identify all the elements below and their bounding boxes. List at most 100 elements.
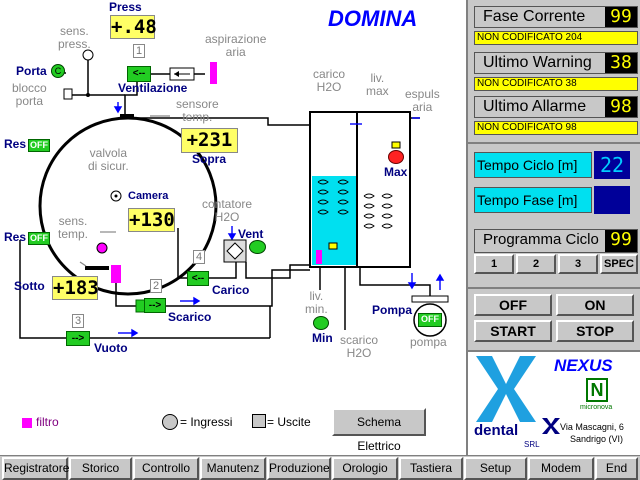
- micronova-logo: N: [586, 378, 608, 402]
- address-line1: Via Mascagni, 6: [560, 422, 624, 432]
- uscite-legend-swatch: [252, 414, 266, 428]
- contatore-h2o-label: contatore H2O: [202, 197, 253, 224]
- nav-end[interactable]: End: [595, 457, 638, 480]
- panel-divider: [468, 142, 640, 144]
- sens-press-label: sens. press.: [58, 24, 91, 51]
- valvola-sicur-label: valvola di sicur.: [88, 146, 129, 173]
- on-button[interactable]: ON: [556, 294, 634, 316]
- vuoto-label: Vuoto: [94, 341, 128, 355]
- sopra-label: Sopra: [192, 152, 227, 166]
- process-diagram: Press +.48 sens. press. aspirazione aria…: [4, 0, 449, 453]
- max-level-indicator: [388, 150, 404, 164]
- tempo-ciclo-label: Tempo Ciclo [m]: [474, 152, 592, 178]
- ultimo-warning-sub: NON CODIFICATO 38: [474, 77, 638, 91]
- liv-min-label: liv. min.: [305, 289, 328, 316]
- min-label: Min: [312, 331, 333, 345]
- fase-corrente-value: 99: [605, 7, 637, 27]
- pompa-caption: pompa: [410, 335, 447, 349]
- filtro-tank: [316, 250, 322, 264]
- ultimo-allarme-value: 98: [605, 97, 637, 117]
- vent-label: Vent: [238, 227, 264, 241]
- res-top-label: Res: [4, 137, 27, 151]
- ventilazione-label: Ventilazione: [118, 81, 188, 95]
- porta-indicator: C: [51, 64, 65, 78]
- res-bottom-label: Res: [4, 230, 27, 244]
- bottom-nav: Registratore Storico Controllo Manutenz …: [0, 455, 640, 480]
- espuls-aria-label: espuls aria: [405, 87, 440, 114]
- panel-divider: [468, 287, 640, 289]
- res-top-toggle[interactable]: OFF: [28, 139, 50, 152]
- srl-label: SRL: [524, 440, 540, 449]
- sensore-temp-label: sensore temp.: [176, 97, 219, 124]
- prog-button-2[interactable]: 2: [516, 254, 556, 274]
- prog-button-1[interactable]: 1: [474, 254, 514, 274]
- brand-area: dental SRL NEXUS N micronova Via Mascagn…: [468, 352, 640, 455]
- nav-setup[interactable]: Setup: [464, 457, 527, 480]
- nav-orologio[interactable]: Orologio: [332, 457, 398, 480]
- fase-corrente-sub: NON CODIFICATO 204: [474, 31, 638, 45]
- programma-ciclo-box: Programma Ciclo 99: [474, 229, 638, 253]
- nexus-wordmark: NEXUS: [554, 356, 613, 375]
- ultimo-warning-value: 38: [605, 53, 637, 73]
- nav-modem[interactable]: Modem: [528, 457, 594, 480]
- nav-tastiera[interactable]: Tastiera: [399, 457, 463, 480]
- nav-manutenz[interactable]: Manutenz: [200, 457, 266, 480]
- filtro-legend-swatch: [22, 418, 32, 428]
- carico-h2o-label: carico H2O: [313, 67, 346, 94]
- aspirazione-label: aspirazione aria: [205, 32, 267, 59]
- valve-1-ventilazione[interactable]: <--: [127, 66, 151, 82]
- nav-produzione[interactable]: Produzione: [267, 457, 331, 480]
- ultimo-allarme-box: Ultimo Allarme 98: [474, 96, 638, 118]
- fase-corrente-box: Fase Corrente 99: [474, 6, 638, 28]
- filtro-legend-label: filtro: [36, 415, 59, 429]
- uscite-legend-label: = Uscite: [267, 415, 311, 429]
- off-button[interactable]: OFF: [474, 294, 552, 316]
- res-bottom-toggle[interactable]: OFF: [28, 232, 50, 245]
- address-line2: Sandrigo (VI): [570, 434, 624, 444]
- panel-divider: [468, 350, 640, 352]
- valve-1-number: 1: [133, 44, 145, 58]
- ingressi-legend-swatch: [162, 414, 178, 430]
- pompa-label: Pompa: [372, 303, 413, 317]
- camera-label: Camera: [128, 190, 169, 202]
- vent-indicator: [249, 240, 266, 254]
- tempo-ciclo-value: 22: [594, 151, 630, 179]
- sens-temp-label: sens. temp.: [58, 214, 89, 241]
- ultimo-allarme-sub: NON CODIFICATO 98: [474, 121, 638, 135]
- filtro-aspirazione: [210, 62, 217, 84]
- blocco-porta-label: blocco porta: [12, 81, 47, 108]
- valve-4-carico[interactable]: <--: [187, 271, 209, 286]
- scarico-label: Scarico: [168, 310, 212, 324]
- sotto-label: Sotto: [14, 279, 45, 293]
- app-title: DOMINA: [328, 6, 418, 31]
- nav-storico[interactable]: Storico: [69, 457, 132, 480]
- schema-elettrico-button[interactable]: Schema Elettrico: [332, 408, 426, 453]
- pompa-toggle[interactable]: OFF: [418, 313, 442, 327]
- dental-x-logo: [476, 356, 536, 422]
- prog-button-spec[interactable]: SPEC: [600, 254, 638, 274]
- valve-2-scarico[interactable]: -->: [144, 298, 166, 313]
- ultimo-warning-label: Ultimo Warning: [483, 54, 592, 71]
- micronova-label: micronova: [580, 404, 613, 411]
- press-label: Press: [109, 0, 142, 14]
- prog-button-3[interactable]: 3: [558, 254, 598, 274]
- carico-label: Carico: [212, 283, 250, 297]
- tempo-fase-value: [594, 186, 630, 214]
- valve-4-number: 4: [193, 250, 205, 264]
- liv-max-label: liv. max: [366, 71, 389, 98]
- sopra-value: +231: [181, 128, 238, 153]
- max-label: Max: [384, 165, 408, 179]
- programma-ciclo-label: Programma Ciclo: [483, 231, 599, 248]
- valve-3-vuoto[interactable]: -->: [66, 331, 90, 346]
- valve-3-number: 3: [72, 314, 84, 328]
- ultimo-allarme-label: Ultimo Allarme: [483, 98, 587, 115]
- min-level-indicator: [313, 316, 329, 330]
- start-button[interactable]: START: [474, 320, 552, 342]
- nav-controllo[interactable]: Controllo: [133, 457, 199, 480]
- valve-2-number: 2: [150, 279, 162, 293]
- tempo-fase-label: Tempo Fase [m]: [474, 187, 592, 213]
- nav-registratore[interactable]: Registratore: [2, 457, 69, 480]
- fase-corrente-label: Fase Corrente: [483, 8, 586, 25]
- camera-value: +130: [128, 208, 175, 232]
- stop-button[interactable]: STOP: [556, 320, 634, 342]
